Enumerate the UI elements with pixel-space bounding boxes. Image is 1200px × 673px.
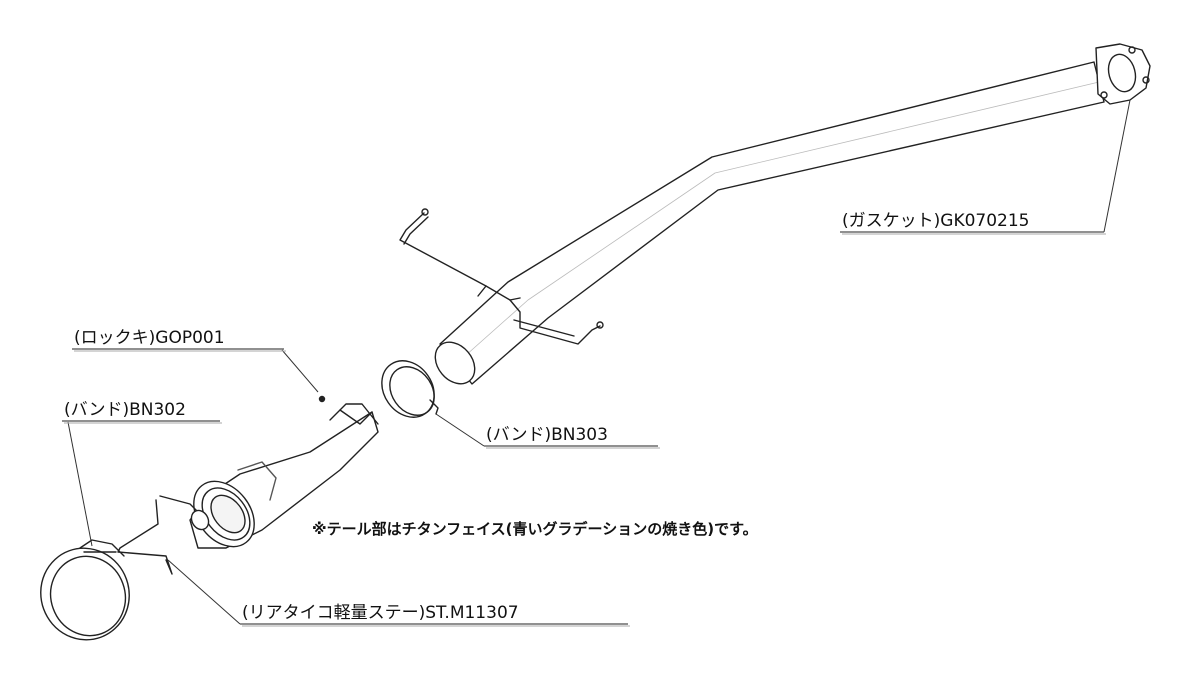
leader-lines — [67, 99, 1131, 625]
rear-muffler — [189, 403, 379, 549]
band-bn302 — [40, 539, 130, 641]
label-underlines — [62, 231, 1106, 627]
front-pipe — [434, 61, 1105, 385]
label-rear-stay: (リアタイコ軽量ステー)ST.M11307 — [242, 603, 519, 623]
label-band-bn302: (バンド)BN302 — [64, 400, 186, 420]
lock-key — [318, 395, 326, 403]
pipe-hanger-bracket — [399, 208, 604, 345]
label-lock-key: (ロックキ)GOP001 — [74, 328, 225, 348]
inlet-flange — [1095, 43, 1151, 105]
rear-stay — [117, 495, 210, 575]
tail-finish-note: ※テール部はチタンフェイス(青いグラデーションの焼き色)です。 — [312, 520, 758, 538]
band-bn303 — [381, 360, 439, 418]
label-band-bn303: (バンド)BN303 — [486, 425, 608, 445]
label-gasket: (ガスケット)GK070215 — [842, 211, 1029, 231]
